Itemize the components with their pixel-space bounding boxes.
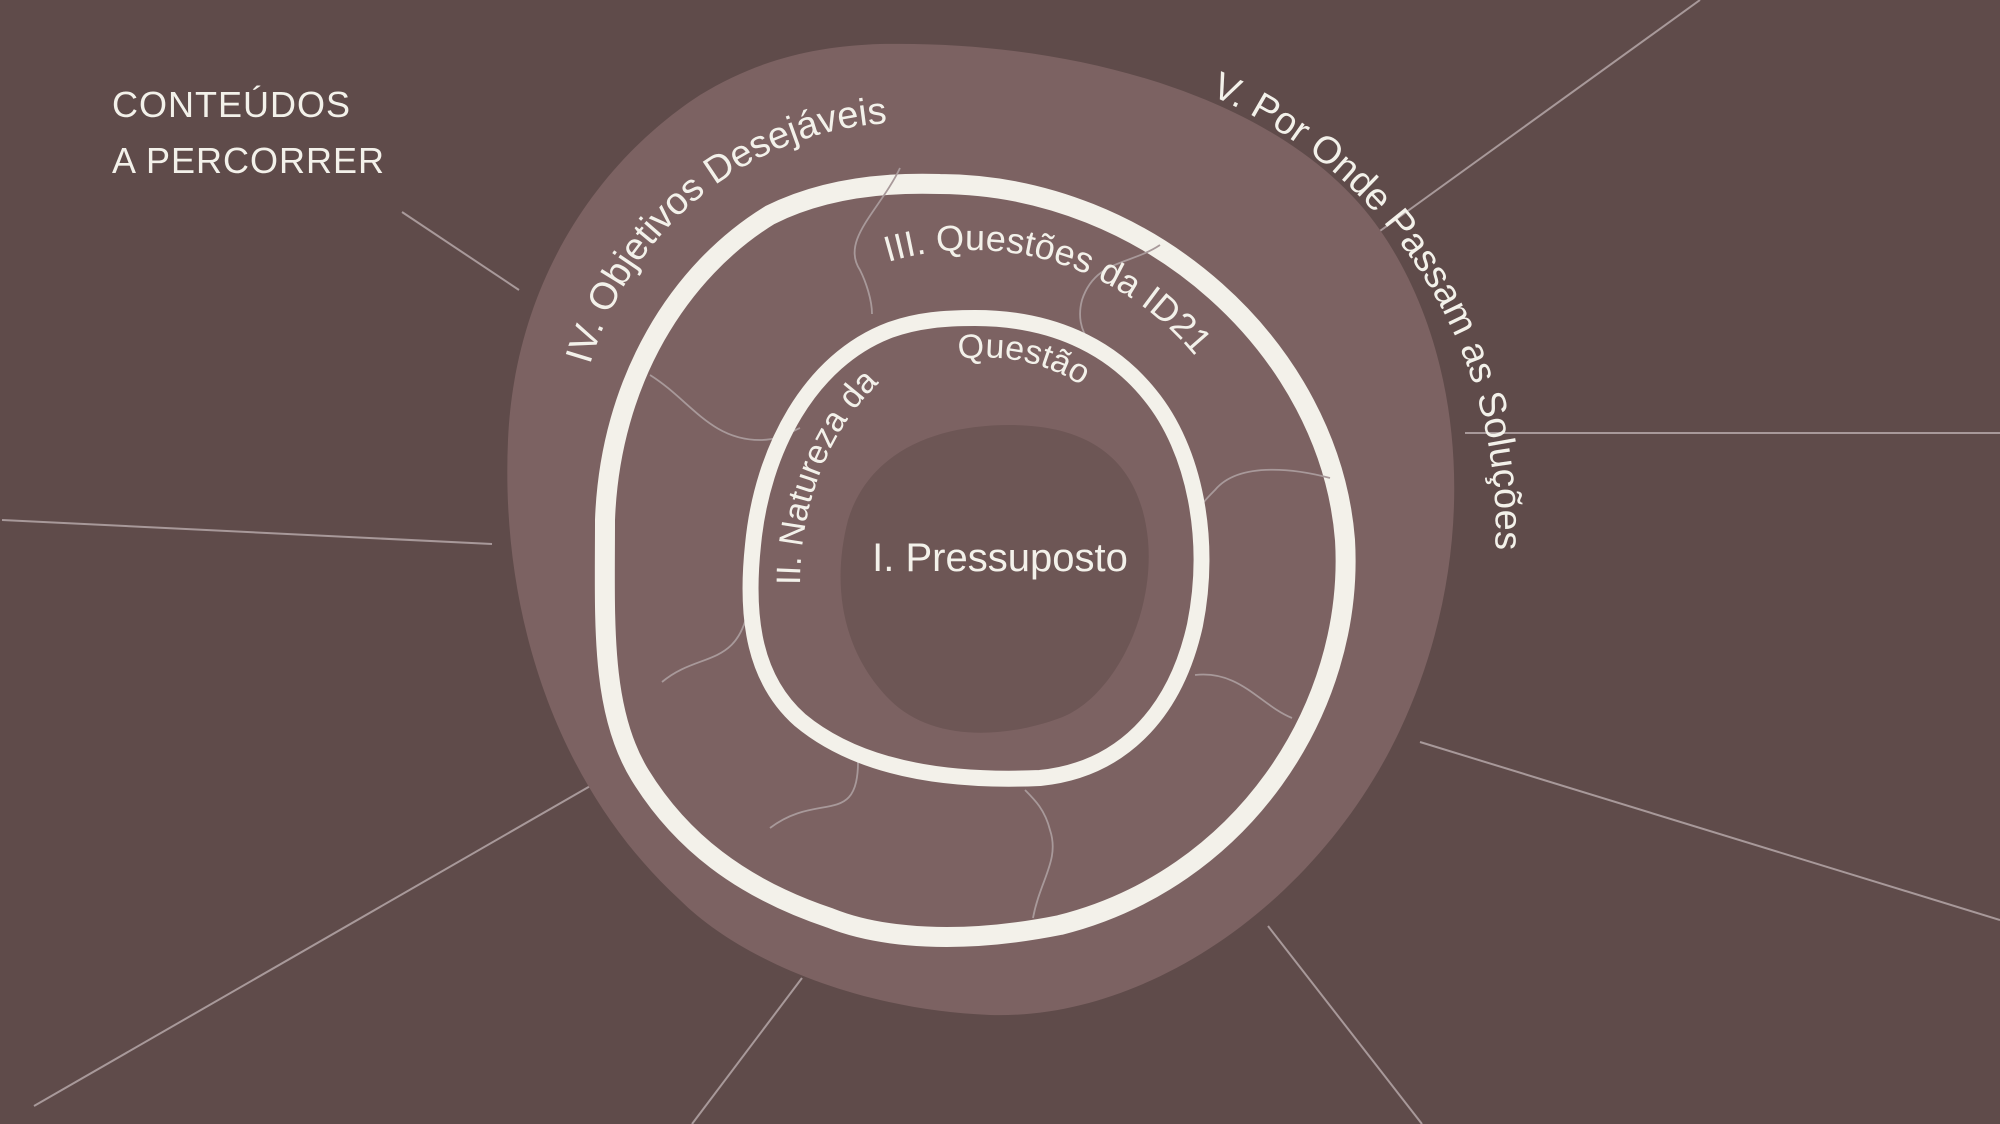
center-blob xyxy=(840,425,1149,733)
heading-line-2: A PERCORRER xyxy=(112,140,386,181)
heading-line-1: CONTEÚDOS xyxy=(112,84,352,125)
ray-line xyxy=(401,211,520,291)
topic-i-label: I. Pressuposto xyxy=(872,536,1128,580)
ray-line xyxy=(33,784,593,1107)
ray-line xyxy=(1372,0,1701,237)
inner-ring xyxy=(742,309,1210,787)
ray-line xyxy=(1,519,493,545)
ray-line xyxy=(691,977,803,1124)
ray-line xyxy=(1419,741,2000,921)
outer-ring xyxy=(594,173,1356,947)
ray-line xyxy=(1267,925,1423,1124)
